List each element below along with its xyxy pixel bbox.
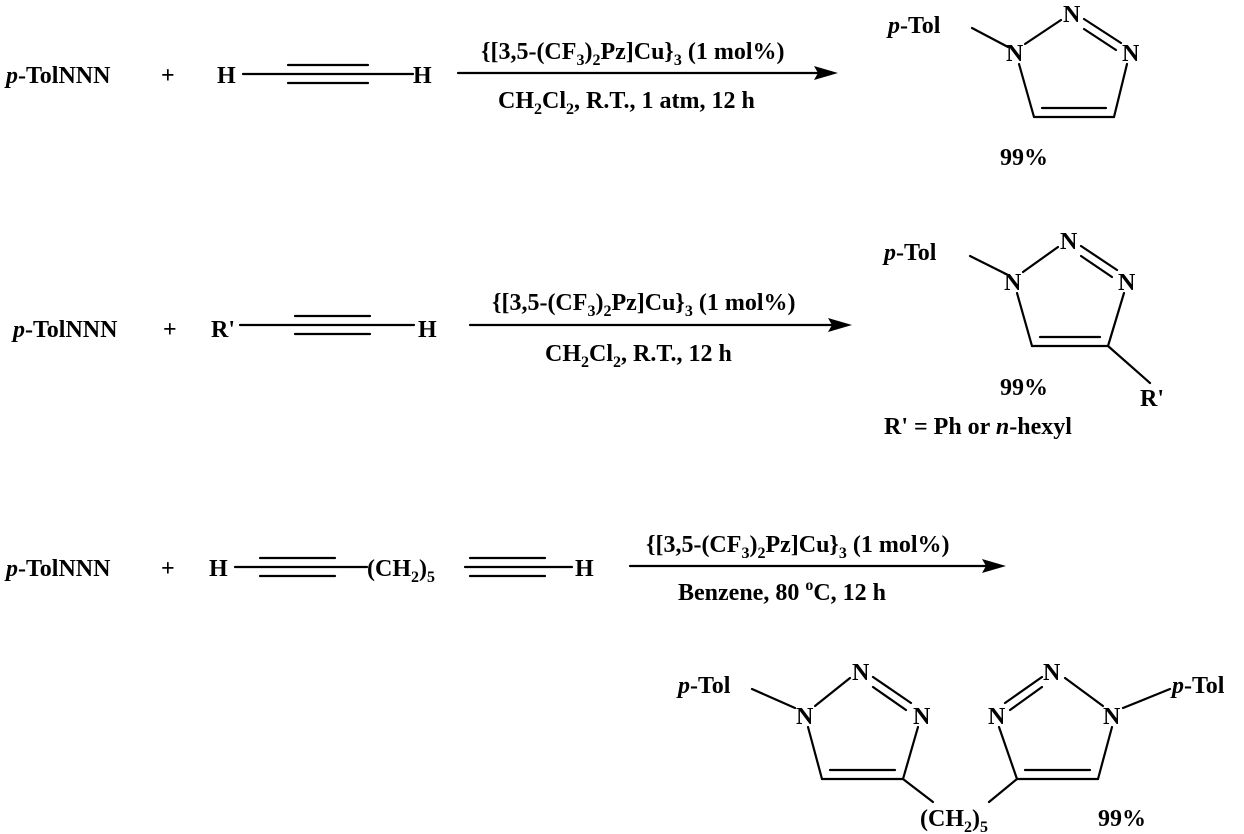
- diyne-left-triple-bond: [233, 556, 369, 578]
- reaction-2: p-TolNNN + R' H {[3,5-(CF3)2Pz]Cu}3 (1 m…: [11, 229, 1164, 440]
- left-linker-bond: [901, 777, 935, 804]
- plus-sign: +: [161, 63, 175, 89]
- right-ring-atom-n2: N: [1043, 660, 1061, 686]
- diyne-right-triple-bond: [463, 556, 574, 578]
- bond-c5-n1: [806, 725, 824, 781]
- bond-n1-n2: [813, 676, 852, 708]
- plus-sign: +: [163, 317, 177, 343]
- tolyl-bond: [968, 254, 1010, 277]
- ring-atom-n3: N: [1122, 41, 1140, 67]
- alkyne-right-atom: H: [418, 317, 437, 343]
- alkyne-triple-bond: [241, 63, 415, 85]
- catalyst-conditions: {[3,5-(CF3)2Pz]Cu}3 (1 mol%): [646, 532, 950, 562]
- reaction-arrow: [456, 66, 838, 80]
- left-ring-atom-n1: N: [796, 704, 814, 730]
- right-ring-atom-n1: N: [1103, 704, 1121, 730]
- bond-n3-c4: [901, 725, 920, 781]
- r-group: R': [1140, 386, 1164, 412]
- catalyst-conditions: {[3,5-(CF3)2Pz]Cu}3 (1 mol%): [481, 39, 785, 69]
- alkyne-left-group: R': [211, 317, 235, 343]
- left-ring-atom-n2: N: [852, 660, 870, 686]
- bond-n2-n1: [1063, 676, 1105, 708]
- bond-n2-n3-inner: [1082, 27, 1118, 52]
- left-ring-atom-n3: N: [913, 704, 931, 730]
- triazole-product: p-Tol N N N 99%: [886, 2, 1140, 171]
- bond-n1-n2: [1023, 18, 1063, 46]
- bond-n2-n3-inner: [1079, 254, 1114, 279]
- diyne-linker: (CH2)5: [367, 556, 435, 586]
- bond-n3-c4: [1106, 291, 1126, 348]
- solvent-conditions: CH2Cl2, R.T., 12 h: [545, 341, 732, 371]
- yield-label: 99%: [1000, 375, 1048, 401]
- bond-n1-n2: [1021, 245, 1060, 274]
- bond-c5-n1: [1096, 725, 1114, 781]
- solvent-conditions: Benzene, 80 oC, 12 h: [678, 577, 886, 606]
- bond-n2-n3: [871, 675, 913, 705]
- solvent-conditions: CH2Cl2, R.T., 1 atm, 12 h: [498, 88, 755, 118]
- reaction-3: p-TolNNN + H (CH2)5 H {[3,5-(CF3)2Pz]Cu}…: [4, 532, 1225, 834]
- bond-c5-n1: [1017, 62, 1036, 119]
- catalyst-conditions: {[3,5-(CF3)2Pz]Cu}3 (1 mol%): [492, 290, 796, 320]
- alkyne-left-atom: H: [217, 63, 236, 89]
- diyne-left-atom: H: [209, 556, 228, 582]
- product-substituent: p-Tol: [886, 13, 941, 39]
- product-linker: (CH2)5: [920, 806, 988, 834]
- bond-n2-n3: [1082, 17, 1123, 45]
- reaction-arrow: [628, 559, 1006, 573]
- bond-n2-n3: [1003, 675, 1044, 705]
- right-tolyl-bond: [1121, 687, 1172, 710]
- right-linker-bond: [987, 777, 1019, 804]
- arrow-head: [814, 66, 838, 80]
- r-group-definition: R' = Ph or n-hexyl: [884, 414, 1072, 440]
- alkyne-triple-bond: [238, 314, 416, 336]
- bond-c4-r: [1106, 344, 1152, 385]
- reaction-arrow: [468, 318, 852, 332]
- left-tolyl-bond: [750, 687, 797, 710]
- right-ring-atom-n3: N: [988, 704, 1006, 730]
- ring-atom-n1: N: [1006, 41, 1024, 67]
- reagent-tolyl-azide: p-TolNNN: [11, 317, 118, 343]
- bis-triazole-product: p-Tol N N N (CH2)5 N N N: [676, 660, 1225, 834]
- right-substituent: p-Tol: [1170, 673, 1225, 699]
- arrow-head: [982, 559, 1006, 573]
- ring-atom-n1: N: [1004, 270, 1022, 296]
- triazole-product: p-Tol N N N R' 99% R' = Ph or n-hexyl: [882, 229, 1164, 440]
- plus-sign: +: [161, 556, 175, 582]
- reaction-1: p-TolNNN + H H {[3,5-(CF3)2Pz]Cu}3 (1 mo…: [4, 2, 1140, 171]
- right-triazole-ring: N N N p-Tol: [987, 660, 1225, 804]
- reagent-tolyl-azide: p-TolNNN: [4, 556, 111, 582]
- reagent-tolyl-azide: p-TolNNN: [4, 63, 111, 89]
- yield-label: 99%: [1098, 806, 1146, 832]
- ring-atom-n2: N: [1060, 229, 1078, 255]
- product-substituent: p-Tol: [882, 240, 937, 266]
- left-triazole-ring: p-Tol N N N: [676, 660, 935, 804]
- bond-n2-n3: [1079, 244, 1119, 272]
- bond-n3-c4: [1112, 62, 1129, 119]
- tolyl-bond: [970, 26, 1010, 49]
- ring-atom-n2: N: [1063, 2, 1081, 28]
- ring-atom-n3: N: [1118, 270, 1136, 296]
- bond-n2-n3-inner: [871, 685, 908, 712]
- alkyne-right-atom: H: [413, 63, 432, 89]
- left-substituent: p-Tol: [676, 673, 731, 699]
- bond-c5-n1: [1015, 291, 1034, 348]
- diyne-right-atom: H: [575, 556, 594, 582]
- bond-n2-n3-inner: [1008, 685, 1044, 712]
- arrow-head: [828, 318, 852, 332]
- yield-label: 99%: [1000, 145, 1048, 171]
- bond-n3-c4: [997, 725, 1019, 781]
